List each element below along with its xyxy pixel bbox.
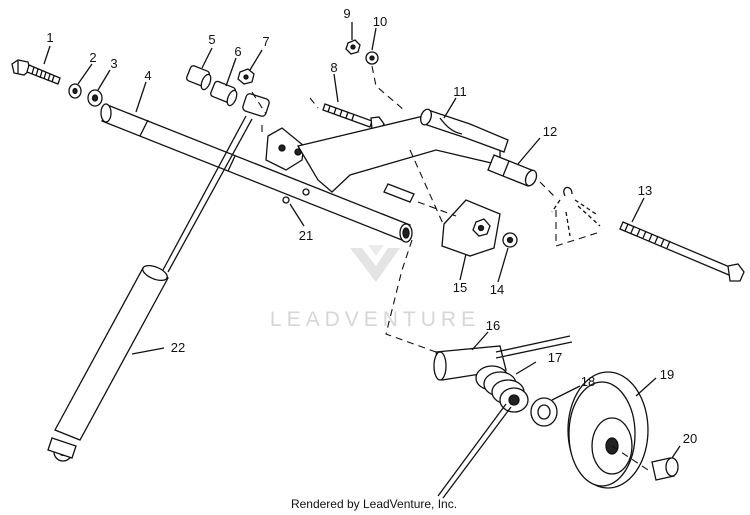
part-2-washer	[68, 83, 82, 99]
part-11-arm	[296, 108, 509, 193]
part-3-washer	[87, 89, 103, 107]
part-14-washer	[502, 232, 518, 248]
label-part-3: 3	[110, 56, 117, 71]
leader-lines	[43, 22, 681, 459]
rail-stub	[383, 183, 415, 203]
label-part-12: 12	[543, 124, 557, 139]
footer-credit: Rendered by LeadVenture, Inc.	[291, 497, 457, 511]
label-part-10: 10	[373, 14, 387, 29]
label-part-18: 18	[581, 374, 595, 389]
label-part-7: 7	[262, 34, 269, 49]
part-15-block	[441, 199, 501, 257]
part-4-tube	[100, 103, 413, 243]
part-5-bushing	[185, 65, 212, 91]
clip-mark	[563, 186, 573, 197]
label-part-15: 15	[453, 280, 467, 295]
label-part-11: 11	[453, 84, 467, 99]
part-labels: 1 2 3 4 5 6 7 8 9 10 11 12 13 14 15 16 1…	[46, 6, 697, 446]
shock-bracket	[242, 93, 305, 171]
parts-artwork	[11, 22, 745, 499]
label-part-4: 4	[144, 68, 151, 83]
label-part-14: 14	[490, 282, 504, 297]
part-22-shock	[47, 115, 253, 462]
label-part-19: 19	[660, 367, 674, 382]
label-part-13: 13	[638, 183, 652, 198]
part-12-shaft	[487, 154, 538, 187]
part-20-bushing	[651, 457, 679, 481]
part-9-nut	[345, 39, 361, 55]
part-7-nut	[237, 68, 255, 85]
label-part-17: 17	[548, 350, 562, 365]
part-8-bolt	[322, 103, 385, 131]
watermark-logo	[350, 245, 400, 282]
part-1-bolt	[11, 59, 61, 85]
label-part-16: 16	[486, 318, 500, 333]
label-part-20: 20	[683, 431, 697, 446]
label-part-5: 5	[208, 32, 215, 47]
label-part-8: 8	[330, 60, 337, 75]
label-part-9: 9	[343, 6, 350, 21]
part-21-clip	[282, 188, 310, 204]
label-part-1: 1	[46, 30, 53, 45]
part-18-spacer	[530, 397, 558, 427]
label-part-21: 21	[299, 228, 313, 243]
part-6-bushing	[210, 80, 238, 107]
watermark-text: LEADVENTURE	[270, 308, 480, 331]
label-part-2: 2	[89, 50, 96, 65]
part-19-wheel	[567, 371, 649, 489]
label-part-6: 6	[234, 44, 241, 59]
part-13-bolt	[619, 221, 745, 282]
part-10-washer	[365, 51, 379, 65]
label-part-22: 22	[171, 340, 185, 355]
part-17-spring	[437, 335, 573, 499]
